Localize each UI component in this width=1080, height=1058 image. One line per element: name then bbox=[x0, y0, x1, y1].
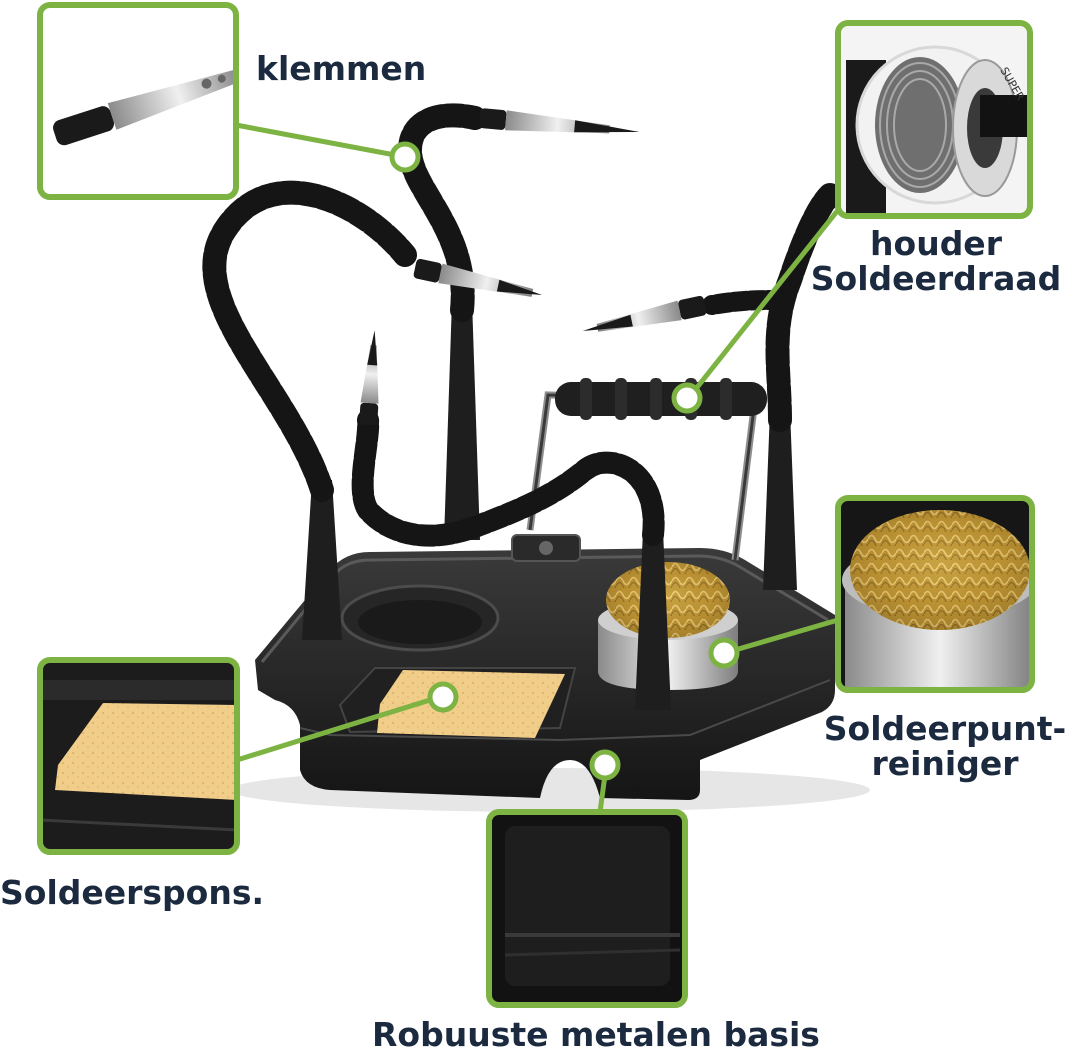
label-klemmen: klemmen bbox=[256, 49, 427, 88]
alligator-clips bbox=[359, 108, 707, 426]
label-houder-line1: houder bbox=[870, 224, 1002, 263]
inset-tip-cleaner bbox=[835, 495, 1035, 693]
label-reiniger-line2: reiniger bbox=[871, 743, 1019, 783]
soldering-station bbox=[202, 103, 870, 812]
label-houder-line2: Soldeerdraad bbox=[810, 258, 1062, 298]
label-houder-soldeerdraad: houder Soldeerdraad bbox=[808, 224, 1064, 298]
label-soldeerspons: Soldeerspons. bbox=[0, 873, 265, 912]
label-soldeerpunt-reiniger: Soldeerpunt- reiniger bbox=[812, 709, 1078, 783]
inset-klemmen bbox=[37, 2, 239, 200]
inset-solder-spool: SUPER bbox=[835, 20, 1033, 219]
inset-base bbox=[486, 809, 688, 1008]
label-robuuste-metalen-basis: Robuuste metalen basis bbox=[372, 1015, 820, 1054]
callout-lines bbox=[235, 122, 840, 813]
callout-dots bbox=[389, 141, 740, 781]
label-reiniger-line1: Soldeerpunt- bbox=[823, 709, 1067, 748]
inset-sponge bbox=[37, 657, 240, 855]
sponge bbox=[377, 670, 565, 738]
